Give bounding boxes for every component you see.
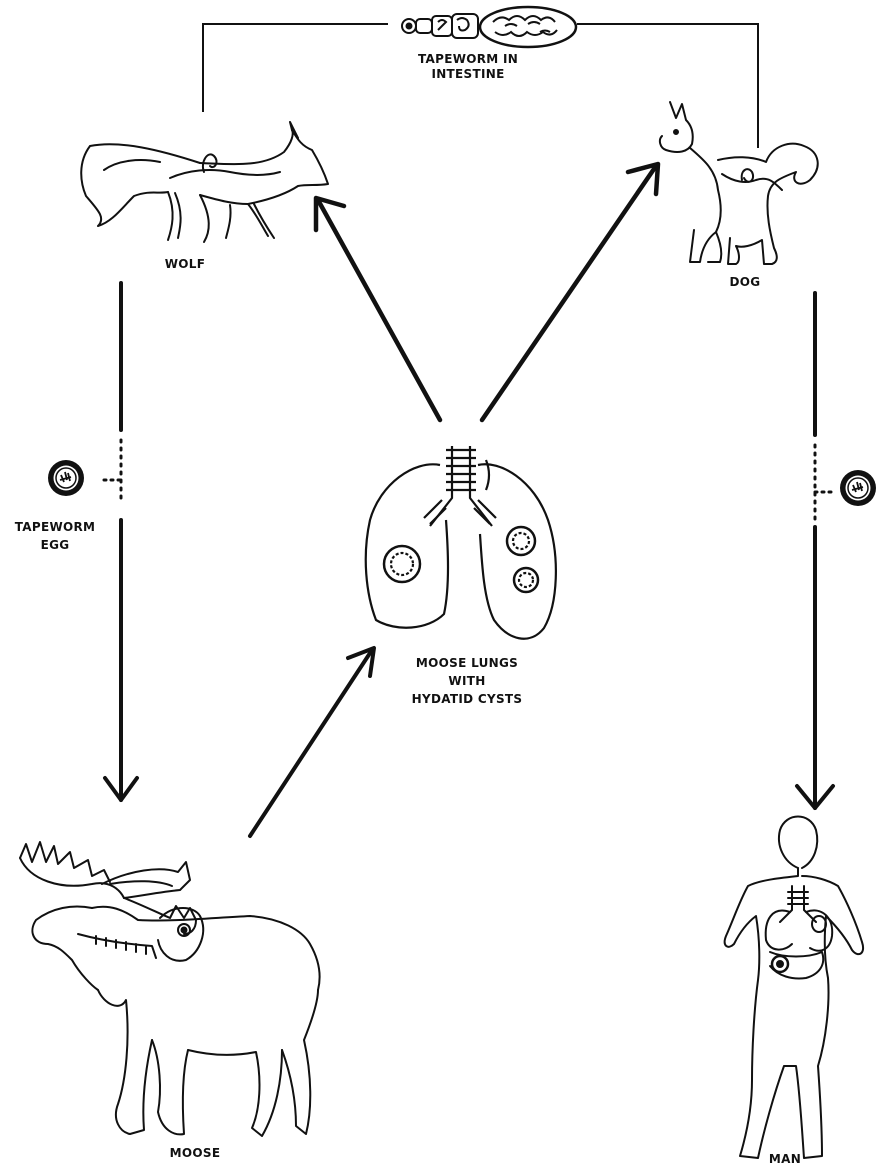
moose-lungs-label-line2: WITH bbox=[402, 674, 532, 689]
moose-lungs-label-line3: HYDATID CYSTS bbox=[392, 692, 542, 707]
wolf-label: WOLF bbox=[150, 257, 220, 272]
moose-lungs-icon bbox=[366, 446, 556, 639]
tapeworm-egg-icon-right bbox=[840, 470, 876, 506]
right-path bbox=[797, 293, 834, 808]
arrow-lungs-to-dog bbox=[482, 164, 658, 420]
tapeworm-intestine-label-line1: TAPEWORM IN bbox=[418, 52, 518, 67]
tapeworm-egg-icon bbox=[48, 460, 84, 496]
moose-label: MOOSE bbox=[160, 1146, 230, 1161]
tapeworm-intestine-label-line2: INTESTINE bbox=[418, 67, 518, 82]
moose-icon bbox=[20, 842, 320, 1136]
tapeworm-icon bbox=[402, 7, 576, 47]
moose-lungs-label-line1: MOOSE LUNGS bbox=[402, 656, 532, 671]
tapeworm-egg-label-line2: EGG bbox=[10, 538, 100, 553]
man-label: MAN bbox=[755, 1152, 815, 1167]
arrow-lungs-to-wolf bbox=[316, 198, 440, 420]
man-icon bbox=[725, 817, 863, 1159]
left-path bbox=[104, 283, 137, 800]
arrow-moose-to-lungs bbox=[250, 648, 374, 836]
dog-icon bbox=[660, 102, 818, 264]
wolf-icon bbox=[81, 122, 328, 242]
dog-label: DOG bbox=[715, 275, 775, 290]
tapeworm-egg-label-line1: TAPEWORM bbox=[10, 520, 100, 535]
